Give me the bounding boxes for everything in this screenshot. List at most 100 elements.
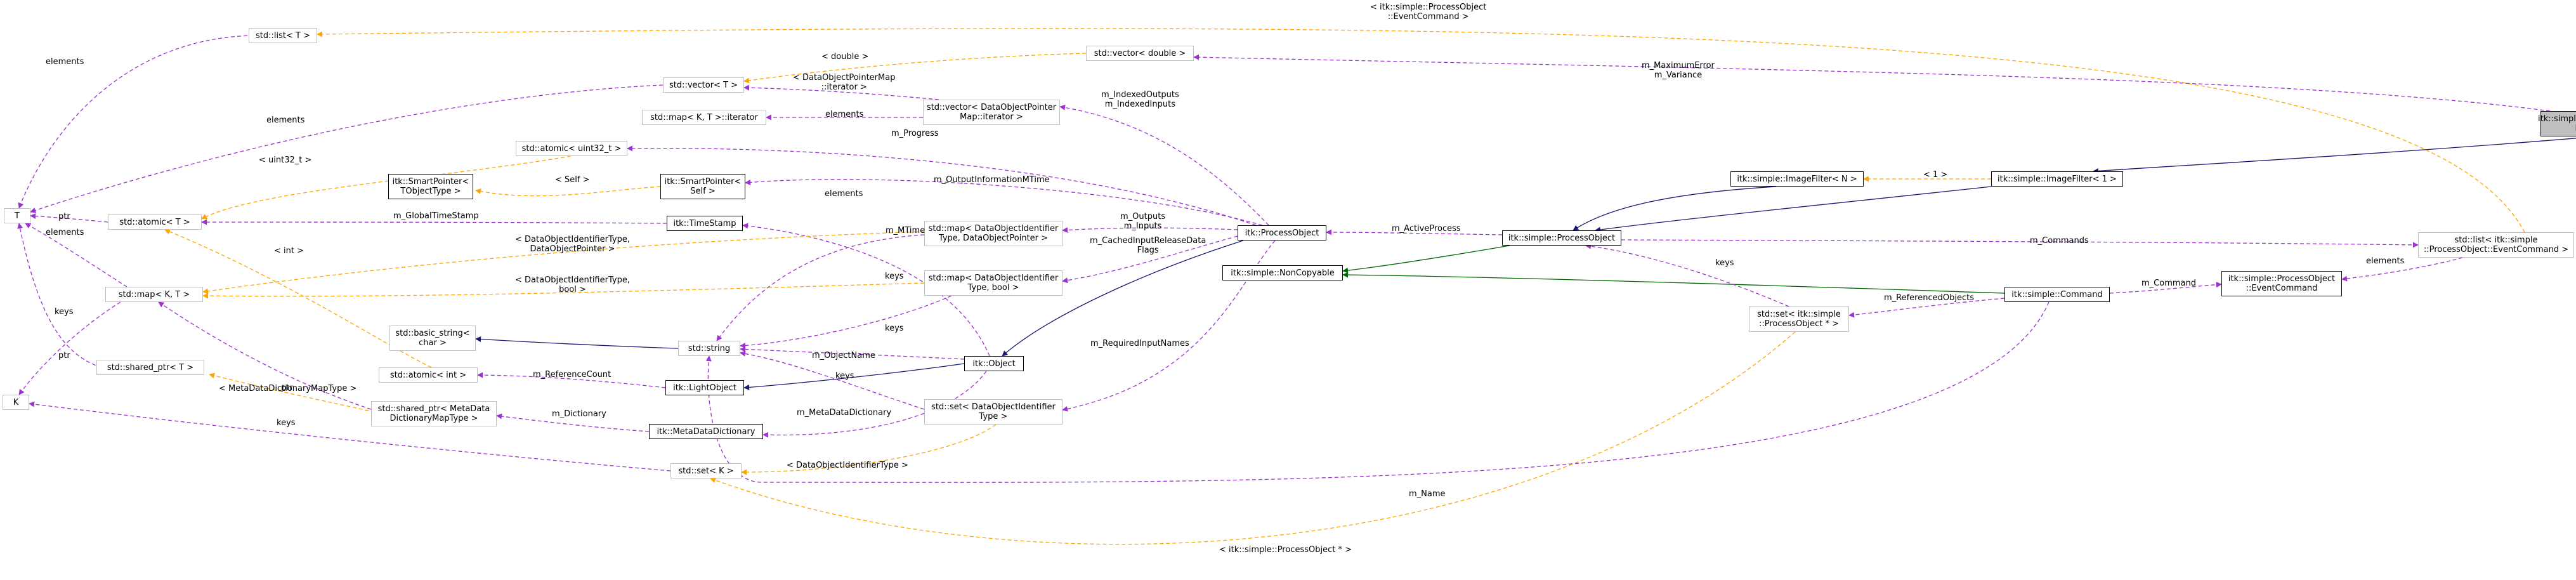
label-ptr-atomic: ptr (58, 212, 70, 221)
label-processobject-ptr: < itk::simple::ProcessObject * > (1219, 545, 1352, 555)
node-itk-smart-pointer-self[interactable]: itk::SmartPointer< Self > (660, 174, 745, 199)
label-doid-type: < DataObjectIdentifierType > (787, 461, 908, 470)
label-elements-list: elements (46, 57, 84, 67)
node-itk-metadata-dictionary[interactable]: itk::MetaDataDictionary (649, 424, 763, 439)
node-map-k-t[interactable]: std::map< K, T > (105, 287, 203, 302)
node-image-filter-n[interactable]: itk::simple::ImageFilter< N > (1730, 171, 1864, 187)
label-dictionary: m_Dictionary (552, 409, 606, 419)
label-object-name: m_ObjectName (812, 351, 875, 360)
node-atomic-int[interactable]: std::atomic< int > (379, 367, 478, 383)
label-double: < double > (821, 52, 869, 62)
node-map-doid-bool[interactable]: std::map< DataObjectIdentifier Type, boo… (924, 270, 1062, 296)
label-elements-map-kt: elements (46, 228, 84, 237)
edge-template-processobject-ptr (710, 331, 1796, 545)
edge-usage-keys-map-doid-bool (740, 295, 952, 349)
edge-template-doid-bool (202, 282, 925, 299)
edge-usage-referenced-objects (1848, 298, 2005, 318)
node-itk-time-stamp[interactable]: itk::TimeStamp (667, 216, 743, 231)
node-map-k-t-iterator[interactable]: std::map< K, T >::iterator (642, 110, 766, 125)
node-itk-process-object[interactable]: itk::ProcessObject (1238, 225, 1326, 241)
label-elements-po-eventcommand: elements (2366, 256, 2405, 266)
node-shared-ptr-metadata[interactable]: std::shared_ptr< MetaData DictionaryMapT… (371, 401, 497, 426)
node-simple-command[interactable]: itk::simple::Command (2004, 287, 2110, 302)
label-cached-input: m_CachedInputReleaseData Flags (1090, 236, 1206, 255)
edge-usage-keys-set-doid (740, 350, 925, 410)
label-elements-vector: elements (266, 115, 305, 125)
edge-usage-mtime (742, 223, 990, 357)
label-keys-set-k: keys (277, 418, 296, 428)
node-atomic-uint32[interactable]: std::atomic< uint32_t > (516, 141, 627, 156)
label-reference-count: m_ReferenceCount (533, 370, 611, 379)
label-commands: m_Commands (2030, 236, 2089, 246)
edge-usage-elements-map-kt (25, 223, 127, 287)
edge-usage-keys-set-k (29, 401, 671, 471)
label-dop-map-iterator: < DataObjectPointerMap ::iterator > (793, 73, 896, 92)
node-list-event-command[interactable]: std::list< itk::simple ::ProcessObject::… (2418, 232, 2574, 258)
edge-usage-progress (627, 145, 1257, 226)
label-ptr-k: ptr (58, 351, 70, 360)
node-atomic-t[interactable]: std::atomic< T > (108, 214, 202, 230)
label-process-object-event-command: < itk::simple::ProcessObject ::EventComm… (1370, 3, 1487, 22)
label-one: < 1 > (1923, 170, 1948, 180)
label-doid-dop: < DataObjectIdentifierType, DataObjectPo… (515, 235, 630, 254)
node-basic-string[interactable]: std::basic_string< char > (389, 326, 476, 351)
label-keys-map-kt: keys (55, 307, 74, 317)
edge-usage-keys-set-processobject (1585, 243, 1789, 307)
edge-template-doid-type (741, 424, 997, 475)
node-vector-dataobjectpointer-iterator[interactable]: std::vector< DataObjectPointer Map::iter… (923, 100, 1060, 125)
edge-template-self (475, 186, 661, 197)
label-metadata-dictionary: m_MetaDataDictionary (797, 408, 892, 418)
label-metadata-map-type: < MetaDataDictionaryMapType > (219, 384, 357, 393)
node-process-object-event-command[interactable]: itk::simple::ProcessObject ::EventComman… (2221, 271, 2342, 296)
edge-usage-output-information-mtime (745, 179, 1263, 226)
label-referenced-objects: m_ReferencedObjects (1884, 293, 1974, 303)
edge-template-uint32 (201, 155, 572, 220)
node-set-process-object-ptr[interactable]: std::set< itk::simple ::ProcessObject * … (1749, 306, 1849, 332)
node-k[interactable]: K (3, 395, 29, 410)
label-global-timestamp: m_GlobalTimeStamp (393, 211, 479, 221)
edge-usage-elements-vector (30, 84, 664, 213)
node-image-filter-1[interactable]: itk::simple::ImageFilter< 1 > (1991, 171, 2123, 187)
node-itk-object[interactable]: itk::Object (964, 356, 1024, 371)
edge-usage-object-name (740, 346, 965, 360)
node-map-doid-dop[interactable]: std::map< DataObjectIdentifier Type, Dat… (924, 221, 1062, 246)
edge-inherit-imagefilter-n-to-processobject (1572, 186, 1777, 231)
node-simple-process-object[interactable]: itk::simple::ProcessObject (1502, 230, 1621, 246)
node-vector-t[interactable]: std::vector< T > (663, 77, 744, 93)
node-itk-smart-pointer-tobjecttype[interactable]: itk::SmartPointer< TObjectType > (388, 174, 473, 199)
node-vector-double[interactable]: std::vector< double > (1086, 46, 1194, 61)
edge-inherit-object-to-lightobject (743, 363, 965, 390)
label-mtime: m_MTime (886, 226, 925, 235)
edge-usage-elements-list (18, 35, 254, 209)
node-set-k[interactable]: std::set< K > (670, 463, 742, 478)
edge-usage-outputs-inputs (1062, 227, 1238, 234)
node-t[interactable]: T (4, 208, 30, 223)
node-std-string[interactable]: std::string (678, 341, 740, 356)
edge-inherit-string-to-basic-string (475, 336, 679, 349)
label-maximum-error-variance: m_MaximumError m_Variance (1642, 61, 1715, 80)
node-shared-ptr-t[interactable]: std::shared_ptr< T > (96, 360, 204, 375)
edge-template-int (164, 228, 432, 368)
edge-usage-commands (1621, 239, 2419, 248)
edge-template-process-object-event-command (317, 28, 2525, 233)
node-itk-light-object[interactable]: itk::LightObject (665, 380, 744, 395)
label-self: < Self > (555, 175, 590, 185)
edge-usage-global-timestamp (201, 219, 667, 225)
edge-usage-command (2109, 282, 2222, 294)
node-set-doid[interactable]: std::set< DataObjectIdentifier Type > (924, 399, 1062, 425)
edge-usage-maximum-error-variance (1193, 54, 2551, 112)
label-doid-bool: < DataObjectIdentifierType, bool > (515, 275, 630, 294)
edge-inherit-imagefilter1-to-processobject (1595, 186, 1992, 233)
node-simple-non-copyable[interactable]: itk::simple::NonCopyable (1222, 265, 1343, 280)
edge-usage-name (705, 301, 2050, 483)
edge-template-double (743, 53, 1087, 84)
edge-template-dop-map-iterator (743, 84, 939, 100)
label-int: < int > (274, 246, 304, 256)
label-keys-set-processobject: keys (1715, 258, 1734, 268)
edge-inherit-discrete-to-imagefilter1 (2093, 138, 2576, 174)
label-elements-map-iterator: elements (825, 110, 864, 119)
label-keys-map-doid-bool: keys (885, 324, 904, 333)
node-list-t[interactable]: std::list< T > (249, 28, 317, 43)
node-discrete-gaussian-image-filter[interactable]: itk::simple::DiscreteGaussian ImageFilte… (2538, 111, 2576, 136)
